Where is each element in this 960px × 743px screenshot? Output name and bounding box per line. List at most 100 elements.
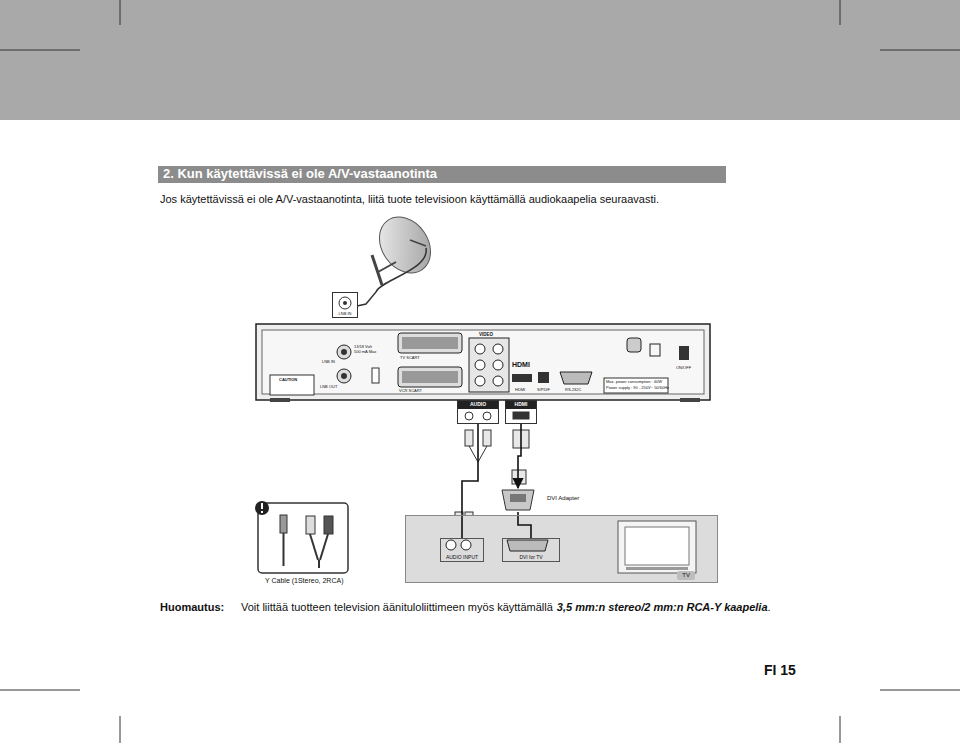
y-cable-inset-part: [280, 515, 287, 533]
y-cable-inset-part: [320, 534, 328, 560]
receiver-rear-panel-part: [475, 376, 485, 386]
title-bar-part: [158, 166, 726, 183]
crop-marks-part: [120, 716, 121, 743]
receiver-rear-panel-part: [398, 333, 462, 353]
tv-box: TV AUDIO INPUT DVI for TV: [405, 515, 718, 583]
satellite-dish-part: [357, 248, 426, 306]
cable-plugs-part: [469, 446, 478, 462]
dvi-input-panel: DVI for TV: [502, 538, 560, 562]
rating-label: Max. power consumption : 40W: [606, 380, 662, 385]
y-cable-inset-part: [283, 533, 285, 566]
dvi-adapter: [502, 490, 534, 510]
dvi-adapter-label: DVI Adapter: [547, 495, 579, 502]
tv-box-label: TV: [677, 571, 695, 580]
tv-set-part: [618, 521, 696, 573]
note-text: .: [768, 601, 771, 614]
dvi-adapter-part: [502, 490, 534, 510]
title-bar: [158, 166, 726, 183]
receiver-rear-panel-part: [337, 369, 351, 383]
receiver-rear-panel: [256, 324, 710, 402]
port-label: VCR SCART: [399, 389, 422, 394]
satellite-dish-part: [343, 301, 347, 305]
lnb-plug-label: LNB IN: [333, 312, 357, 316]
y-cable-inset-part: [310, 534, 318, 560]
tv-set-part: [405, 515, 718, 583]
body-text: Jos käytettävissä ei ole A/V-vastaanotin…: [160, 193, 659, 206]
y-cable-inset: [255, 501, 348, 573]
port-label: TV SCART: [400, 356, 420, 361]
tv-set-part: [625, 527, 689, 565]
cable-connector: [462, 424, 478, 538]
port-label: LNB OUT: [320, 385, 337, 390]
cable-connector: [518, 424, 521, 488]
cable-plugs-part: [512, 470, 526, 484]
y-cable-inset-part: [255, 501, 269, 515]
receiver-rear-panel-part: [512, 374, 532, 382]
port-label: 500 mA Max: [354, 350, 376, 355]
receiver-rear-panel-part: [650, 344, 660, 356]
satellite-dish-part: [372, 255, 382, 285]
port-label: VIDEO: [479, 332, 493, 337]
lnb-plug: LNB IN: [332, 292, 358, 318]
hdmi-plug-box: HDMI: [505, 400, 537, 424]
crop-marks-part: [120, 0, 121, 25]
tv-set-part: [461, 540, 471, 550]
y-cable-inset-part: [306, 516, 315, 534]
receiver-rear-panel-part: [337, 345, 351, 359]
audio-input-panel: AUDIO INPUT: [440, 538, 484, 562]
header-band: [0, 0, 960, 120]
crop-marks-part: [840, 0, 841, 25]
cable-plugs-part: [465, 412, 473, 420]
hdmi-plug-box-label: HDMI: [506, 401, 536, 409]
receiver-rear-panel-part: [341, 373, 347, 379]
dvi-input-panel-label: DVI for TV: [503, 555, 559, 561]
rating-label: Power supply : 90 - 250V~ 50/60Hz: [606, 386, 669, 391]
warning-label: CAUTION: [279, 378, 297, 383]
crop-marks-part: [840, 716, 841, 743]
receiver-rear-panel-part: [262, 330, 704, 394]
receiver-rear-panel-part: [398, 367, 462, 387]
receiver-rear-panel-part: [560, 372, 592, 384]
page-number: FI 15: [764, 662, 796, 678]
audio-plug-box-label: AUDIO: [458, 401, 498, 409]
crop-marks-part: [0, 50, 80, 51]
header-band-part: [0, 0, 960, 120]
port-label: RS-232C: [565, 388, 581, 393]
tv-set: [405, 515, 718, 583]
receiver-rear-panel-part: [270, 375, 314, 395]
receiver-rear-panel-part: [469, 338, 509, 392]
satellite-dish: [339, 207, 441, 309]
dvi-adapter-part: [510, 494, 526, 502]
receiver-rear-panel-part: [402, 371, 458, 383]
receiver-rear-panel-part: [680, 398, 700, 402]
note-row: Voit liittää tuotteen television äänitul…: [241, 601, 771, 614]
note-heading: Huomautus:: [160, 601, 224, 614]
tv-set-part: [446, 540, 456, 550]
receiver-rear-panel-part: [372, 368, 379, 383]
tv-set-part: [507, 540, 548, 551]
cable-plugs-part: [483, 412, 491, 420]
crop-marks-part: [880, 690, 960, 691]
receiver-rear-panel-part: [475, 360, 485, 370]
cable-plugs-part: [465, 430, 473, 446]
cable-plugs-part: [483, 430, 491, 446]
satellite-dish-part: [378, 262, 396, 272]
receiver-rear-panel-part: [538, 372, 549, 383]
tv-set-part: [626, 567, 688, 570]
port-label: LNB IN: [322, 360, 335, 365]
receiver-rear-panel-part: [679, 346, 689, 360]
port-label: 13/18 Volt: [354, 345, 372, 350]
dvi-adapter: DVI Adapter: [500, 488, 536, 512]
satellite-dish-part: [410, 240, 426, 246]
receiver-rear-panel-part: [493, 344, 503, 354]
receiver-rear-panel-part: [256, 324, 710, 400]
audio-plug-box: AUDIO: [457, 400, 499, 424]
note-text: 3,5 mm:n stereo/2 mm:n RCA-Y kaapelia: [557, 601, 768, 614]
audio-input-panel-label: AUDIO INPUT: [441, 555, 483, 561]
crop-marks-part: [880, 50, 960, 51]
receiver-rear-panel-part: [493, 376, 503, 386]
inset-caption: Y Cable (1Stereo, 2RCA): [265, 577, 343, 585]
